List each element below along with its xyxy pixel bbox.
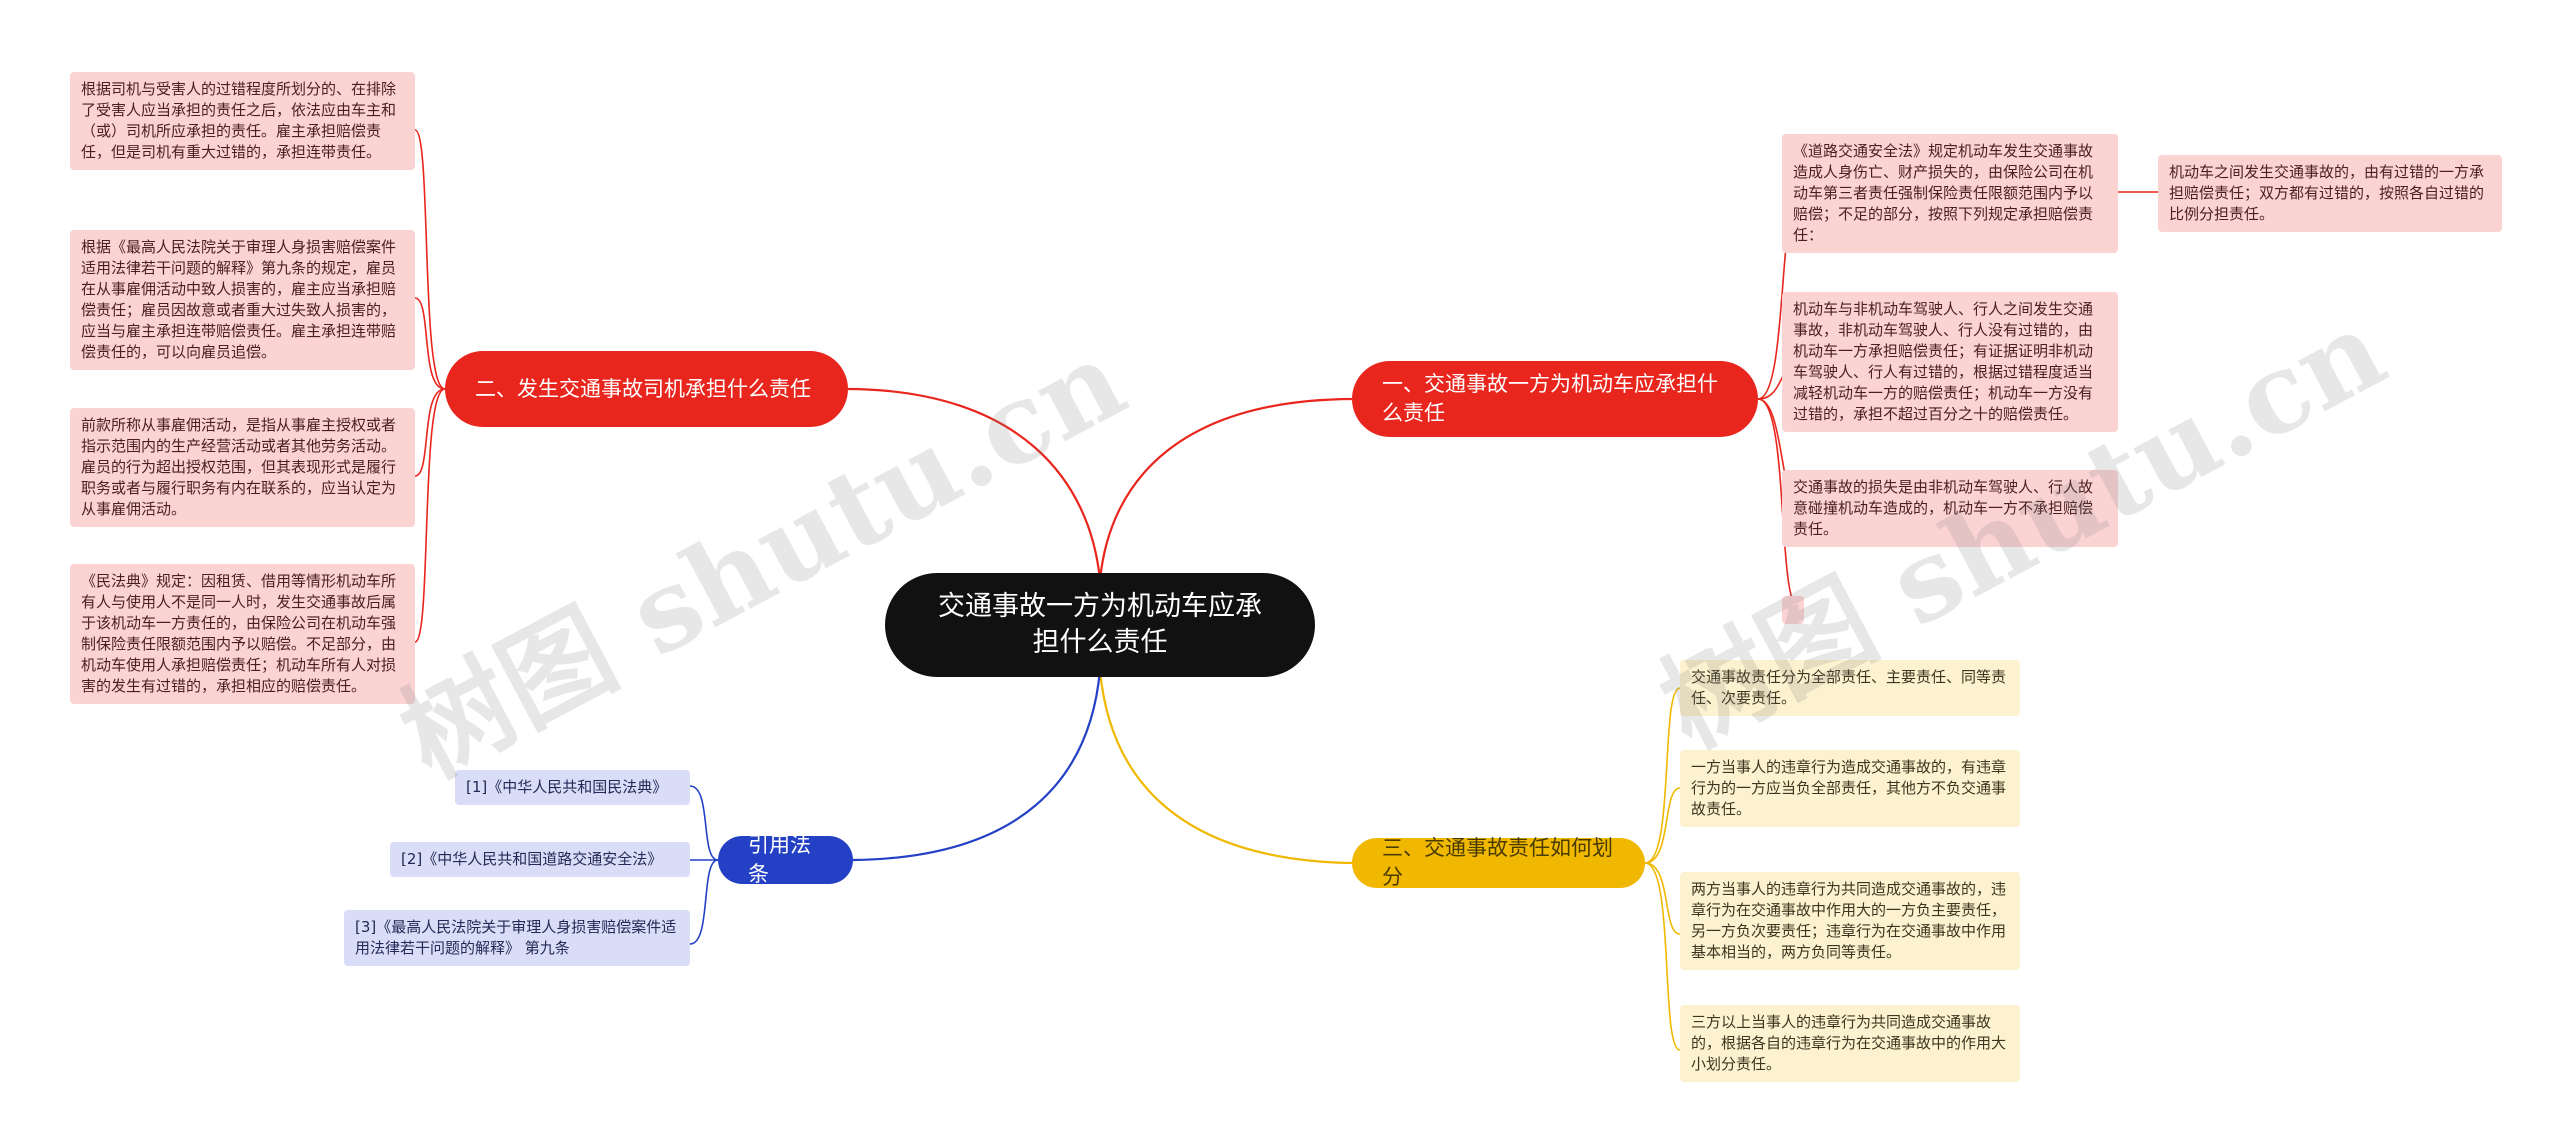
leaf-b1-empty[interactable] [1782,596,1804,624]
leaf-b2-employer-liability[interactable]: 根据《最高人民法院关于审理人身损害赔偿案件适用法律若干问题的解释》第九条的规定，… [70,230,415,370]
link-root-b3 [1098,669,1353,865]
branch-liability-division[interactable]: 三、交通事故责任如何划分 [1352,836,1645,889]
leaf-b3-three-parties[interactable]: 三方以上当事人的违章行为共同造成交通事故的，根据各自的违章行为在交通事故中的作用… [1680,1005,2020,1082]
link-b3-leaf1 [1644,687,1681,864]
branch-vehicle-liability-label: 一、交通事故一方为机动车应承担什么责任 [1382,372,1718,425]
link-b3-leaf2 [1644,787,1681,864]
branch-liability-division-label: 三、交通事故责任如何划分 [1382,836,1613,889]
link-b2-leaf3 [414,388,446,477]
root-topic[interactable]: 交通事故一方为机动车应承担什么责任 [885,573,1315,677]
leaf-b4-interpretation-ref[interactable]: [3]《最高人民法院关于审理人身损害赔偿案件适用法律若干问题的解释》 第九条 [344,910,690,966]
leaf-b2-employer-liability-text: 根据《最高人民法院关于审理人身损害赔偿案件适用法律若干问题的解释》第九条的规定，… [81,238,397,361]
link-root-b1 [1098,397,1353,581]
link-b2-leaf2 [414,297,446,390]
branch-driver-liability-label: 二、发生交通事故司机承担什么责任 [475,376,811,401]
leaf-b3-liability-types-text: 交通事故责任分为全部责任、主要责任、同等责任、次要责任。 [1691,668,2007,707]
link-root-b4 [852,669,1102,862]
link-b4-leaf1 [689,785,719,861]
leaf-b1-motor-vs-nonmotor-text: 机动车与非机动车驾驶人、行人之间发生交通事故，非机动车驾驶人、行人没有过错的，由… [1793,300,2094,423]
branch-cited-laws[interactable]: 引用法条 [718,833,853,886]
leaf-b1-intentional-collision-text: 交通事故的损失是由非机动车驾驶人、行人故意碰撞机动车造成的，机动车一方不承担赔偿… [1793,478,2094,538]
leaf-b1-law-provision-text: 《道路交通安全法》规定机动车发生交通事故造成人身伤亡、财产损失的，由保险公司在机… [1793,142,2094,244]
branch-driver-liability[interactable]: 二、发生交通事故司机承担什么责任 [445,351,848,427]
leaf-b1-sub-text: 机动车之间发生交通事故的，由有过错的一方承担赔偿责任；双方都有过错的，按照各自过… [2169,163,2485,223]
leaf-b2-employment-activity-text: 前款所称从事雇佣活动，是指从事雇主授权或者指示范围内的生产经营活动或者其他劳务活… [81,416,397,518]
leaf-b3-one-party-text: 一方当事人的违章行为造成交通事故的，有违章行为的一方应当负全部责任，其他方不负交… [1691,758,2007,818]
leaf-b4-traffic-law-ref[interactable]: [2]《中华人民共和国道路交通安全法》 [390,842,690,877]
link-root-b2 [847,387,1102,581]
link-b3-leaf3 [1644,862,1681,935]
leaf-b4-civil-code-ref-text: [1]《中华人民共和国民法典》 [466,778,668,796]
leaf-b3-three-parties-text: 三方以上当事人的违章行为共同造成交通事故的，根据各自的违章行为在交通事故中的作用… [1691,1013,2007,1073]
leaf-b4-traffic-law-ref-text: [2]《中华人民共和国道路交通安全法》 [401,850,663,868]
leaf-b2-civil-code-text: 《民法典》规定：因租赁、借用等情形机动车所有人与使用人不是同一人时，发生交通事故… [81,572,397,695]
leaf-b1-law-provision[interactable]: 《道路交通安全法》规定机动车发生交通事故造成人身伤亡、财产损失的，由保险公司在机… [1782,134,2118,253]
leaf-b2-fault-division[interactable]: 根据司机与受害人的过错程度所划分的、在排除了受害人应当承担的责任之后，依法应由车… [70,72,415,170]
leaf-b1-motor-vs-nonmotor[interactable]: 机动车与非机动车驾驶人、行人之间发生交通事故，非机动车驾驶人、行人没有过错的，由… [1782,292,2118,432]
leaf-b1-intentional-collision[interactable]: 交通事故的损失是由非机动车驾驶人、行人故意碰撞机动车造成的，机动车一方不承担赔偿… [1782,470,2118,547]
leaf-b3-liability-types[interactable]: 交通事故责任分为全部责任、主要责任、同等责任、次要责任。 [1680,660,2020,716]
link-b2-leaf4 [414,388,446,643]
branch-vehicle-liability[interactable]: 一、交通事故一方为机动车应承担什么责任 [1352,361,1758,437]
root-topic-label: 交通事故一方为机动车应承担什么责任 [938,591,1262,658]
leaf-b1-sub-motor-vs-motor[interactable]: 机动车之间发生交通事故的，由有过错的一方承担赔偿责任；双方都有过错的，按照各自过… [2158,155,2502,232]
leaf-b2-civil-code[interactable]: 《民法典》规定：因租赁、借用等情形机动车所有人与使用人不是同一人时，发生交通事故… [70,564,415,704]
link-b4-leaf3 [689,859,719,945]
leaf-b3-two-parties[interactable]: 两方当事人的违章行为共同造成交通事故的，违章行为在交通事故中作用大的一方负主要责… [1680,872,2020,970]
leaf-b3-one-party[interactable]: 一方当事人的违章行为造成交通事故的，有违章行为的一方应当负全部责任，其他方不负交… [1680,750,2020,827]
link-b2-leaf1 [414,129,446,390]
leaf-b3-two-parties-text: 两方当事人的违章行为共同造成交通事故的，违章行为在交通事故中作用大的一方负主要责… [1691,880,2007,961]
leaf-b4-civil-code-ref[interactable]: [1]《中华人民共和国民法典》 [455,770,690,805]
link-b3-leaf4 [1644,862,1681,1051]
leaf-b2-fault-division-text: 根据司机与受害人的过错程度所划分的、在排除了受害人应当承担的责任之后，依法应由车… [81,80,397,161]
branch-cited-laws-label: 引用法条 [748,833,811,886]
leaf-b2-employment-activity[interactable]: 前款所称从事雇佣活动，是指从事雇主授权或者指示范围内的生产经营活动或者其他劳务活… [70,408,415,527]
leaf-b4-interpretation-ref-text: [3]《最高人民法院关于审理人身损害赔偿案件适用法律若干问题的解释》 第九条 [355,918,677,957]
